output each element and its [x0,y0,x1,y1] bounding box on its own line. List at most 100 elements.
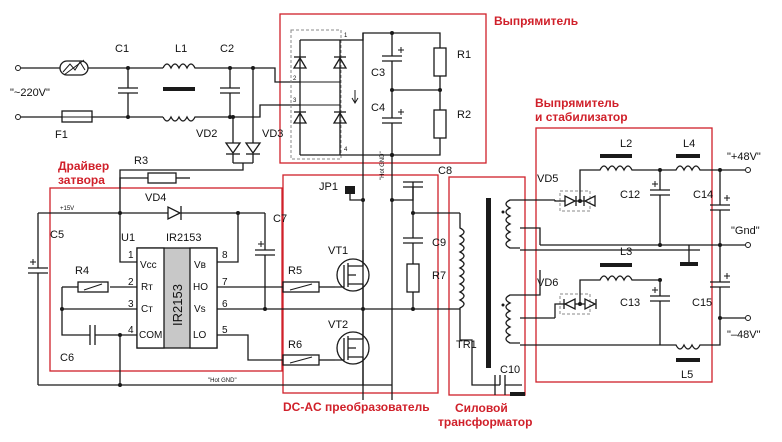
driver-section-border [49,187,283,372]
ic-pin-ct: Cт [141,304,153,315]
capacitor-c3: C3 [371,33,404,90]
ic-pin-num-2: 2 [128,277,134,288]
ac-input: "~220V" [10,65,62,120]
c3-label: C3 [371,67,385,79]
capacitor-c10: C10 [494,364,525,396]
capacitor-c15: C15 [692,245,730,318]
section-title-rectifier: Выпрямитель [494,14,578,28]
diode-vd4: VD4 [145,192,265,221]
capacitor-c4: C4 [371,90,404,155]
c2-label: C2 [220,43,234,55]
ic-pin-vb: Vв [194,260,206,271]
capacitor-c5: C5 [28,213,64,385]
c12-label: C12 [620,189,640,201]
vt1-label: VT1 [328,245,348,257]
resistor-r4: R4 [61,265,109,336]
f1-label: F1 [55,129,68,141]
capacitor-c7: C7 [255,213,287,309]
mosfet-vt1: VT1 [328,245,370,309]
c14-label: C14 [693,189,713,201]
c15-label: C15 [692,297,712,309]
inductor-l4: L4 [660,138,745,172]
r6-label: R6 [288,339,302,351]
mosfet-vt2: VT2 [328,309,370,385]
ac-input-label: "~220V" [10,87,50,99]
capacitor-c6: C6 [60,325,120,364]
capacitor-c14: C14 [693,170,730,245]
resistor-r2: R2 [433,90,471,139]
vd3-label: VD3 [262,128,283,140]
section-title-rectifier-stab-2: и стабилизатор [535,110,628,124]
jumper-jp1: JP1 [319,181,363,201]
c10-label: C10 [500,364,520,376]
c7-label: C7 [273,213,287,225]
diode-vd2: VD2 [196,117,242,163]
resistor-r5: R5 [282,265,335,293]
c5-label: C5 [50,229,64,241]
ic-pin-lo: LO [193,330,207,341]
r2-label: R2 [457,109,471,121]
rectifier-section-border [279,13,487,164]
bridge-pin-4: 4 [344,147,348,153]
ic-vertical-label: IR2153 [170,284,185,326]
u1-label: U1 [121,232,135,244]
section-title-driver-2: затвора [58,173,105,187]
ic-pin-rt: Rт [141,282,153,293]
c9-label: C9 [432,237,446,249]
bridge-pin-1: 1 [344,33,348,39]
bridge-pin-3: 3 [293,98,297,104]
ic-pin-num-5: 5 [222,325,228,336]
inductor-l3: L3 [579,246,660,304]
l5-label: L5 [681,369,693,381]
rectifier-stab-section-border [535,127,713,383]
ic-pin-com: COM [139,330,162,341]
ic-u1: U1 IR2153 IR2153 Vcc Rт Cт COM Vв HO Vs … [121,232,228,349]
capacitor-c2: C2 [220,43,240,119]
minus48-label: "–48V" [727,329,761,341]
l3-label: L3 [620,246,632,258]
vd2-label: VD2 [196,128,217,140]
capacitor-c12: C12 [620,170,670,245]
ic-pin-num-1: 1 [128,250,134,261]
fuse-f1: F1 [55,110,163,141]
capacitor-c1: C1 [115,43,138,119]
ic-pin-num-4: 4 [128,325,134,336]
inductor-l2: L2 [579,138,660,201]
l1-label: L1 [175,43,187,55]
vd5-label: VD5 [537,173,558,185]
bridge-rectifier: 1 2 3 4 [290,29,359,160]
section-title-transformer-2: трансформатор [438,415,532,429]
ir2153-label: IR2153 [166,232,201,244]
thermistor [59,59,163,76]
section-title-transformer-1: Силовой [455,401,508,415]
r7-label: R7 [432,270,446,282]
v15-note: +15V [60,206,74,212]
vd6-label: VD6 [537,277,558,289]
transformer-tr1: TR1 [456,198,520,386]
section-title-driver-1: Драйвер [58,159,109,173]
diode-pair-vd5: VD5 [537,173,596,212]
c4-label: C4 [371,102,385,114]
r1-label: R1 [457,49,471,61]
c6-label: C6 [60,352,74,364]
capacitor-c13: C13 [620,280,670,345]
tr1-label: TR1 [456,339,477,351]
diode-vd3: VD3 [244,68,283,163]
capacitor-c9: C9 [403,213,446,264]
ic-pin-num-7: 7 [222,277,228,288]
jp1-label: JP1 [319,181,338,193]
inductor-l1: L1 [162,43,230,122]
plus48-label: "+48V" [727,151,761,163]
vd4-label: VD4 [145,192,166,204]
output-terminals: "+48V" "Gnd" "–48V" [727,151,761,341]
resistor-r1: R1 [433,47,471,90]
resistor-r7: R7 [406,263,446,309]
ic-pin-vcc: Vcc [140,260,157,271]
ic-pin-num-6: 6 [222,299,228,310]
r5-label: R5 [288,265,302,277]
capacitor-c8: C8 [392,165,452,213]
r4-label: R4 [75,265,89,277]
hot-gnd-note: "Hot GND" [208,378,237,384]
l4-label: L4 [683,138,695,150]
